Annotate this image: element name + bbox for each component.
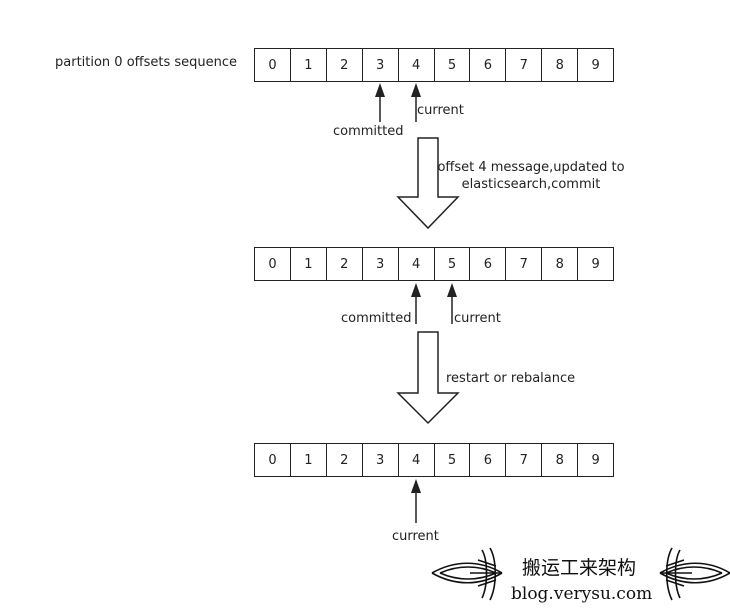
committed-label-1: committed — [333, 124, 404, 139]
offset-cell: 4 — [399, 444, 435, 476]
offset-cell: 7 — [506, 444, 543, 476]
watermark-title: 搬运工来架构 — [522, 557, 637, 579]
offset-cell: 6 — [470, 248, 507, 280]
down-arrow-1 — [396, 137, 460, 230]
offset-cell: 5 — [435, 248, 471, 280]
step-1-line-2: elasticsearch,commit — [461, 177, 601, 192]
offset-cell: 5 — [435, 444, 471, 476]
offset-cell: 3 — [363, 49, 399, 81]
offset-cell: 8 — [542, 248, 579, 280]
watermark-url: blog.verysu.com — [511, 584, 653, 604]
current-label-1: current — [417, 103, 464, 118]
offset-cell: 2 — [327, 248, 363, 280]
offset-cell: 2 — [327, 49, 363, 81]
current-label-3: current — [392, 529, 439, 544]
step-1-line-1: offset 4 message,updated to — [437, 160, 625, 175]
down-arrow-2 — [396, 331, 460, 425]
offset-cell: 4 — [399, 248, 435, 280]
row-label: partition 0 offsets sequence — [55, 55, 238, 70]
offset-cell: 0 — [255, 248, 291, 280]
offset-cell: 1 — [291, 444, 327, 476]
offset-cell: 4 — [399, 49, 435, 81]
offset-cell: 8 — [542, 444, 579, 476]
offset-cell: 9 — [591, 452, 600, 468]
offset-cell: 5 — [435, 49, 471, 81]
watermark-ornament-right — [659, 547, 730, 601]
current-pointer-1 — [411, 83, 421, 122]
current-pointer-3 — [411, 479, 421, 523]
offset-cell: 6 — [470, 49, 507, 81]
offset-cell: 3 — [363, 444, 399, 476]
offset-cell: 1 — [291, 248, 327, 280]
current-label-2: current — [454, 311, 501, 326]
offset-cell: 6 — [470, 444, 507, 476]
offset-cell: 3 — [363, 248, 399, 280]
committed-label-2: committed — [341, 311, 412, 326]
offset-cell: 9 — [591, 256, 600, 272]
step-1-description: offset 4 message,updated to elasticsearc… — [436, 159, 626, 193]
offset-cell: 0 — [255, 444, 291, 476]
step-2-description: restart or rebalance — [446, 371, 576, 386]
offset-cell: 2 — [327, 444, 363, 476]
offset-cell: 9 — [591, 57, 600, 73]
offset-cell: 1 — [291, 49, 327, 81]
committed-pointer-2 — [411, 283, 421, 324]
offset-cell: 0 — [255, 49, 291, 81]
current-pointer-2 — [447, 283, 457, 324]
committed-pointer-1 — [375, 83, 385, 122]
offset-cell: 7 — [506, 49, 543, 81]
offset-cell: 8 — [542, 49, 579, 81]
offset-cell: 7 — [506, 248, 543, 280]
watermark-ornament-left — [431, 547, 503, 601]
